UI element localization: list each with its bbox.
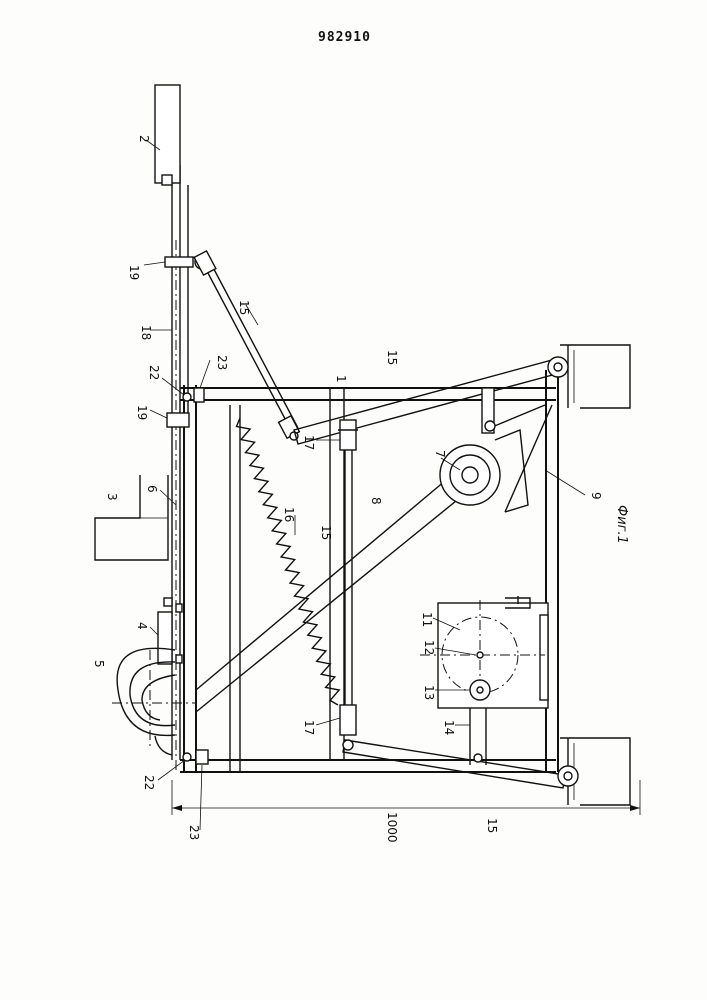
part-4 (158, 598, 182, 664)
label-5: 5 (92, 660, 106, 668)
label-15-lower: 15 (485, 818, 499, 833)
label-22-lower: 22 (142, 775, 156, 790)
arm-8 (196, 470, 472, 712)
pin-23-upper (194, 388, 204, 402)
pin-23-lower (196, 750, 208, 764)
label-13: 13 (422, 685, 436, 700)
label-19-lower: 19 (135, 405, 149, 420)
upper-link (194, 251, 299, 440)
label-14: 14 (442, 720, 456, 735)
label-23-lower: 23 (187, 825, 201, 840)
label-16: 16 (282, 507, 296, 522)
label-1: 1 (334, 375, 348, 383)
label-19-upper: 19 (127, 265, 141, 280)
label-15-middle: 15 (319, 525, 333, 540)
label-2: 2 (137, 135, 151, 143)
label-11: 11 (420, 612, 434, 627)
label-7: 7 (433, 450, 447, 458)
label-8: 8 (369, 497, 383, 505)
label-15-lever-top: 15 (385, 350, 399, 365)
gearbox-11 (420, 596, 548, 708)
label-17-upper: 17 (302, 435, 316, 450)
label-9: 9 (589, 492, 603, 500)
label-15-upper-link: 15 (237, 300, 251, 315)
label-18: 18 (139, 325, 153, 340)
main-frame (180, 345, 630, 805)
label-23-upper: 23 (215, 355, 229, 370)
pulley-7 (440, 430, 528, 512)
clamp-19-upper (165, 257, 193, 267)
label-3: 3 (105, 493, 119, 501)
label-22-upper: 22 (147, 365, 161, 380)
leader-lines (144, 140, 585, 830)
link-15-middle (338, 420, 358, 735)
spring-16 (237, 418, 340, 705)
label-4: 4 (135, 622, 149, 630)
label-12: 12 (422, 640, 436, 655)
pin-22-lower (183, 753, 191, 761)
figure-caption: Фиг.1 (614, 505, 629, 544)
label-17-lower: 17 (302, 720, 316, 735)
pin-22-upper (183, 393, 191, 401)
clamp-19-lower (167, 413, 189, 427)
dimension-label: 1000 (385, 812, 399, 843)
label-6: 6 (145, 485, 159, 493)
